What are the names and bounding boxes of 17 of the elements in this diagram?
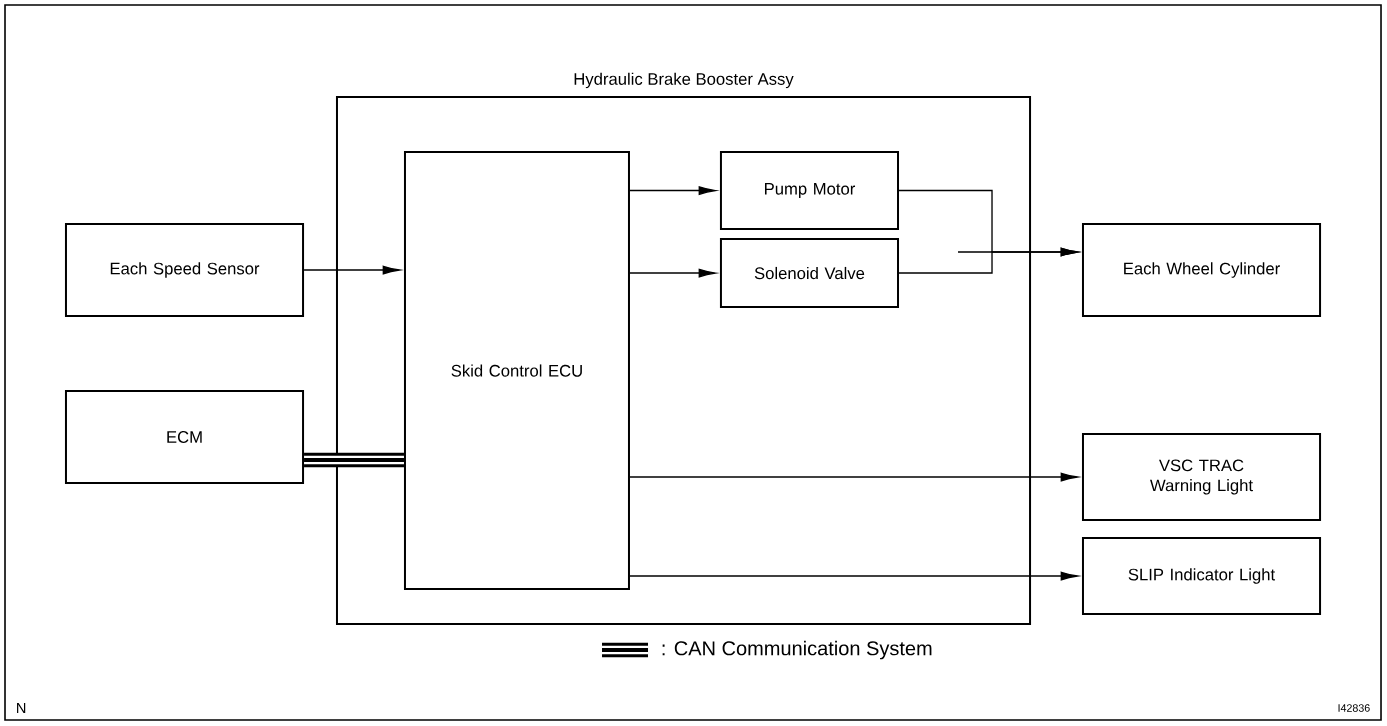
- legend-text: : CAN Communication System: [662, 640, 932, 660]
- corner-label: I42836: [1338, 704, 1370, 712]
- block-box: VSC TRAC Warning Light: [1082, 433, 1322, 521]
- arrow: [303, 265, 401, 275]
- ecu-box: Skid Control ECU: [404, 151, 630, 591]
- arrow: [629, 472, 1079, 482]
- block-box: Pump Motor: [719, 151, 899, 231]
- arrow: [898, 247, 1079, 274]
- node-label: Hydraulic Brake Booster Assy: [574, 72, 794, 89]
- block-box: SLIP Indicator Light: [1082, 537, 1322, 615]
- can-bus-line: [304, 452, 404, 468]
- corner-label: N: [17, 703, 26, 714]
- block-box: Each Wheel Cylinder: [1082, 223, 1322, 317]
- arrow: [629, 571, 1079, 581]
- block-box: ECM: [64, 390, 305, 484]
- block-box: Solenoid Valve: [719, 238, 899, 309]
- block-box: Each Speed Sensor: [64, 223, 305, 317]
